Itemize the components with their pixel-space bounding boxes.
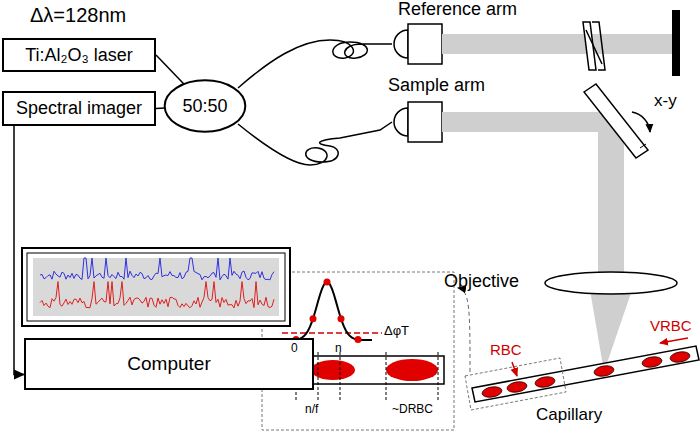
node-text: 50:50: [182, 96, 227, 117]
scanning-mirror: [584, 84, 650, 158]
objective-lens: [545, 272, 677, 294]
label: Objective: [444, 272, 519, 292]
label: 0: [291, 342, 298, 355]
label: VRBC: [650, 318, 692, 335]
reference-mirror: [672, 10, 680, 76]
connector: [156, 55, 184, 84]
optical-fiber: [238, 40, 392, 165]
velocity-arrow: [660, 338, 688, 343]
label: Sample arm: [388, 76, 485, 96]
label: Reference arm: [398, 0, 517, 20]
connector: [14, 126, 24, 374]
node-text: Spectral imager: [16, 98, 142, 119]
light-beam: [442, 34, 674, 54]
label: Capillary: [536, 406, 602, 425]
zoom-arrow: [458, 288, 470, 372]
label: x-y: [654, 92, 677, 111]
rbc-pointer: [512, 362, 517, 376]
process-box: Computer: [24, 338, 314, 390]
collimator: [394, 102, 442, 142]
connector: [156, 107, 165, 109]
label: n/f: [305, 403, 318, 416]
label: ~DRBC: [392, 403, 433, 416]
node-text: Ti:Al₂O₃ laser: [25, 45, 133, 66]
node-text: Computer: [127, 353, 210, 375]
gaussian-plot: [282, 279, 382, 344]
light-beam: [598, 122, 624, 272]
wedge-plates: [583, 22, 605, 70]
process-box: Spectral imager: [2, 91, 156, 126]
monitor: [22, 248, 290, 326]
coupler-ellipse: 50:50: [163, 78, 247, 134]
label: Δλ=128nm: [30, 4, 126, 26]
label: ΔφT: [384, 324, 409, 338]
light-beam: [442, 112, 612, 132]
label: n: [335, 342, 342, 355]
collimator: [394, 24, 442, 64]
label: RBC: [490, 342, 522, 359]
process-box: Ti:Al₂O₃ laser: [2, 38, 156, 72]
